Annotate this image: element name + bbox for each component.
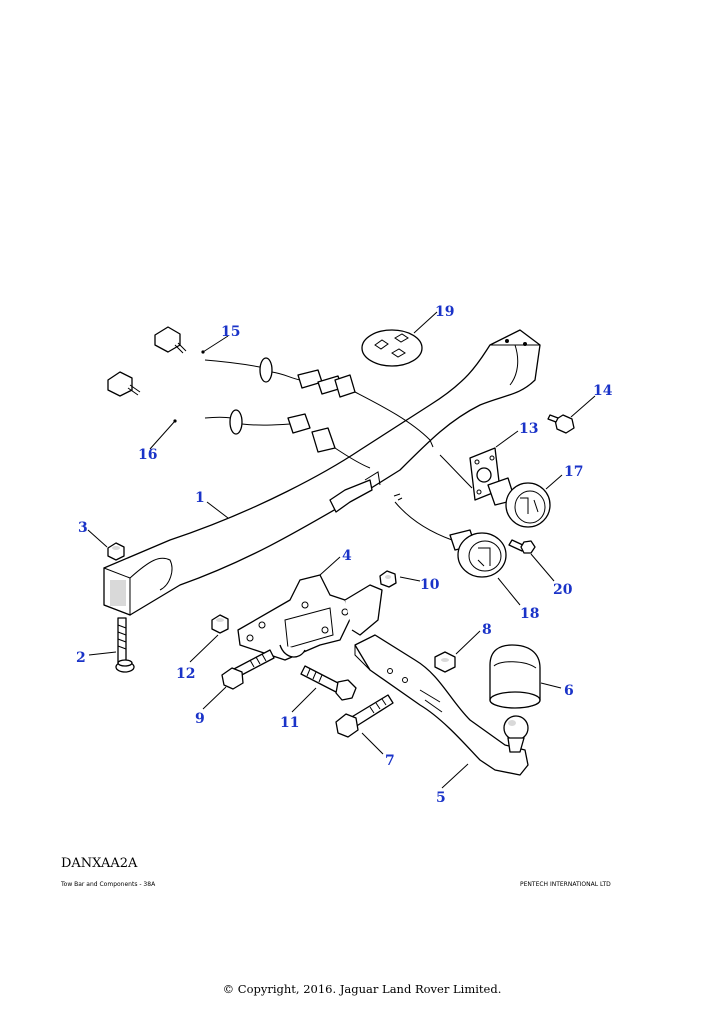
bolt-9 (221, 649, 275, 690)
callout-19: 19 (435, 304, 454, 320)
blanking-cover (361, 329, 423, 367)
socket-cables (393, 454, 473, 541)
diagram-code: DANXAA2A (61, 856, 138, 871)
publisher-name: PENTECH INTERNATIONAL LTD (520, 881, 611, 888)
callout-18: 18 (520, 606, 539, 622)
callout-17: 17 (564, 464, 583, 480)
callout-10: 10 (420, 577, 440, 593)
bolt-11 (300, 665, 357, 701)
callout-1: 1 (195, 490, 205, 506)
leader-lines (87, 311, 596, 789)
wiring-harness-lower (107, 371, 371, 469)
screw-14 (547, 414, 575, 434)
nut-small (107, 542, 125, 561)
bolt-7 (335, 694, 394, 738)
callout-6: 6 (564, 683, 574, 699)
electrical-socket-13pin (487, 477, 551, 528)
callout-12: 12 (176, 666, 195, 682)
copyright-notice: © Copyright, 2016. Jaguar Land Rover Lim… (222, 982, 502, 996)
tow-ball-arm (354, 634, 529, 776)
callout-2: 2 (76, 650, 86, 666)
callout-14: 14 (593, 383, 613, 399)
tow-bar-beam (103, 329, 541, 616)
electrical-socket-7pin (449, 529, 507, 578)
wiring-harness-upper (154, 326, 434, 448)
callout-7: 7 (385, 753, 395, 769)
nut-12 (211, 614, 229, 634)
screw-20 (508, 539, 536, 554)
callout-3: 3 (78, 520, 88, 536)
nut-8 (434, 651, 456, 673)
callout-13: 13 (519, 421, 538, 437)
diagram-caption: Tow Bar and Components - 38A (61, 881, 156, 888)
callout-4: 4 (342, 548, 352, 564)
mounting-bracket (237, 574, 383, 661)
callout-numbers: 1 2 3 4 5 6 7 8 9 10 11 12 13 14 15 16 1… (76, 304, 613, 806)
callout-15: 15 (221, 324, 240, 340)
callout-5: 5 (436, 790, 446, 806)
nut-10 (379, 570, 397, 588)
callout-16: 16 (138, 447, 157, 463)
callout-20: 20 (553, 582, 573, 598)
tow-ball-cap (489, 644, 541, 709)
callout-8: 8 (482, 622, 492, 638)
bolt-long (115, 617, 135, 673)
callout-11: 11 (280, 715, 299, 731)
callout-9: 9 (195, 711, 205, 727)
